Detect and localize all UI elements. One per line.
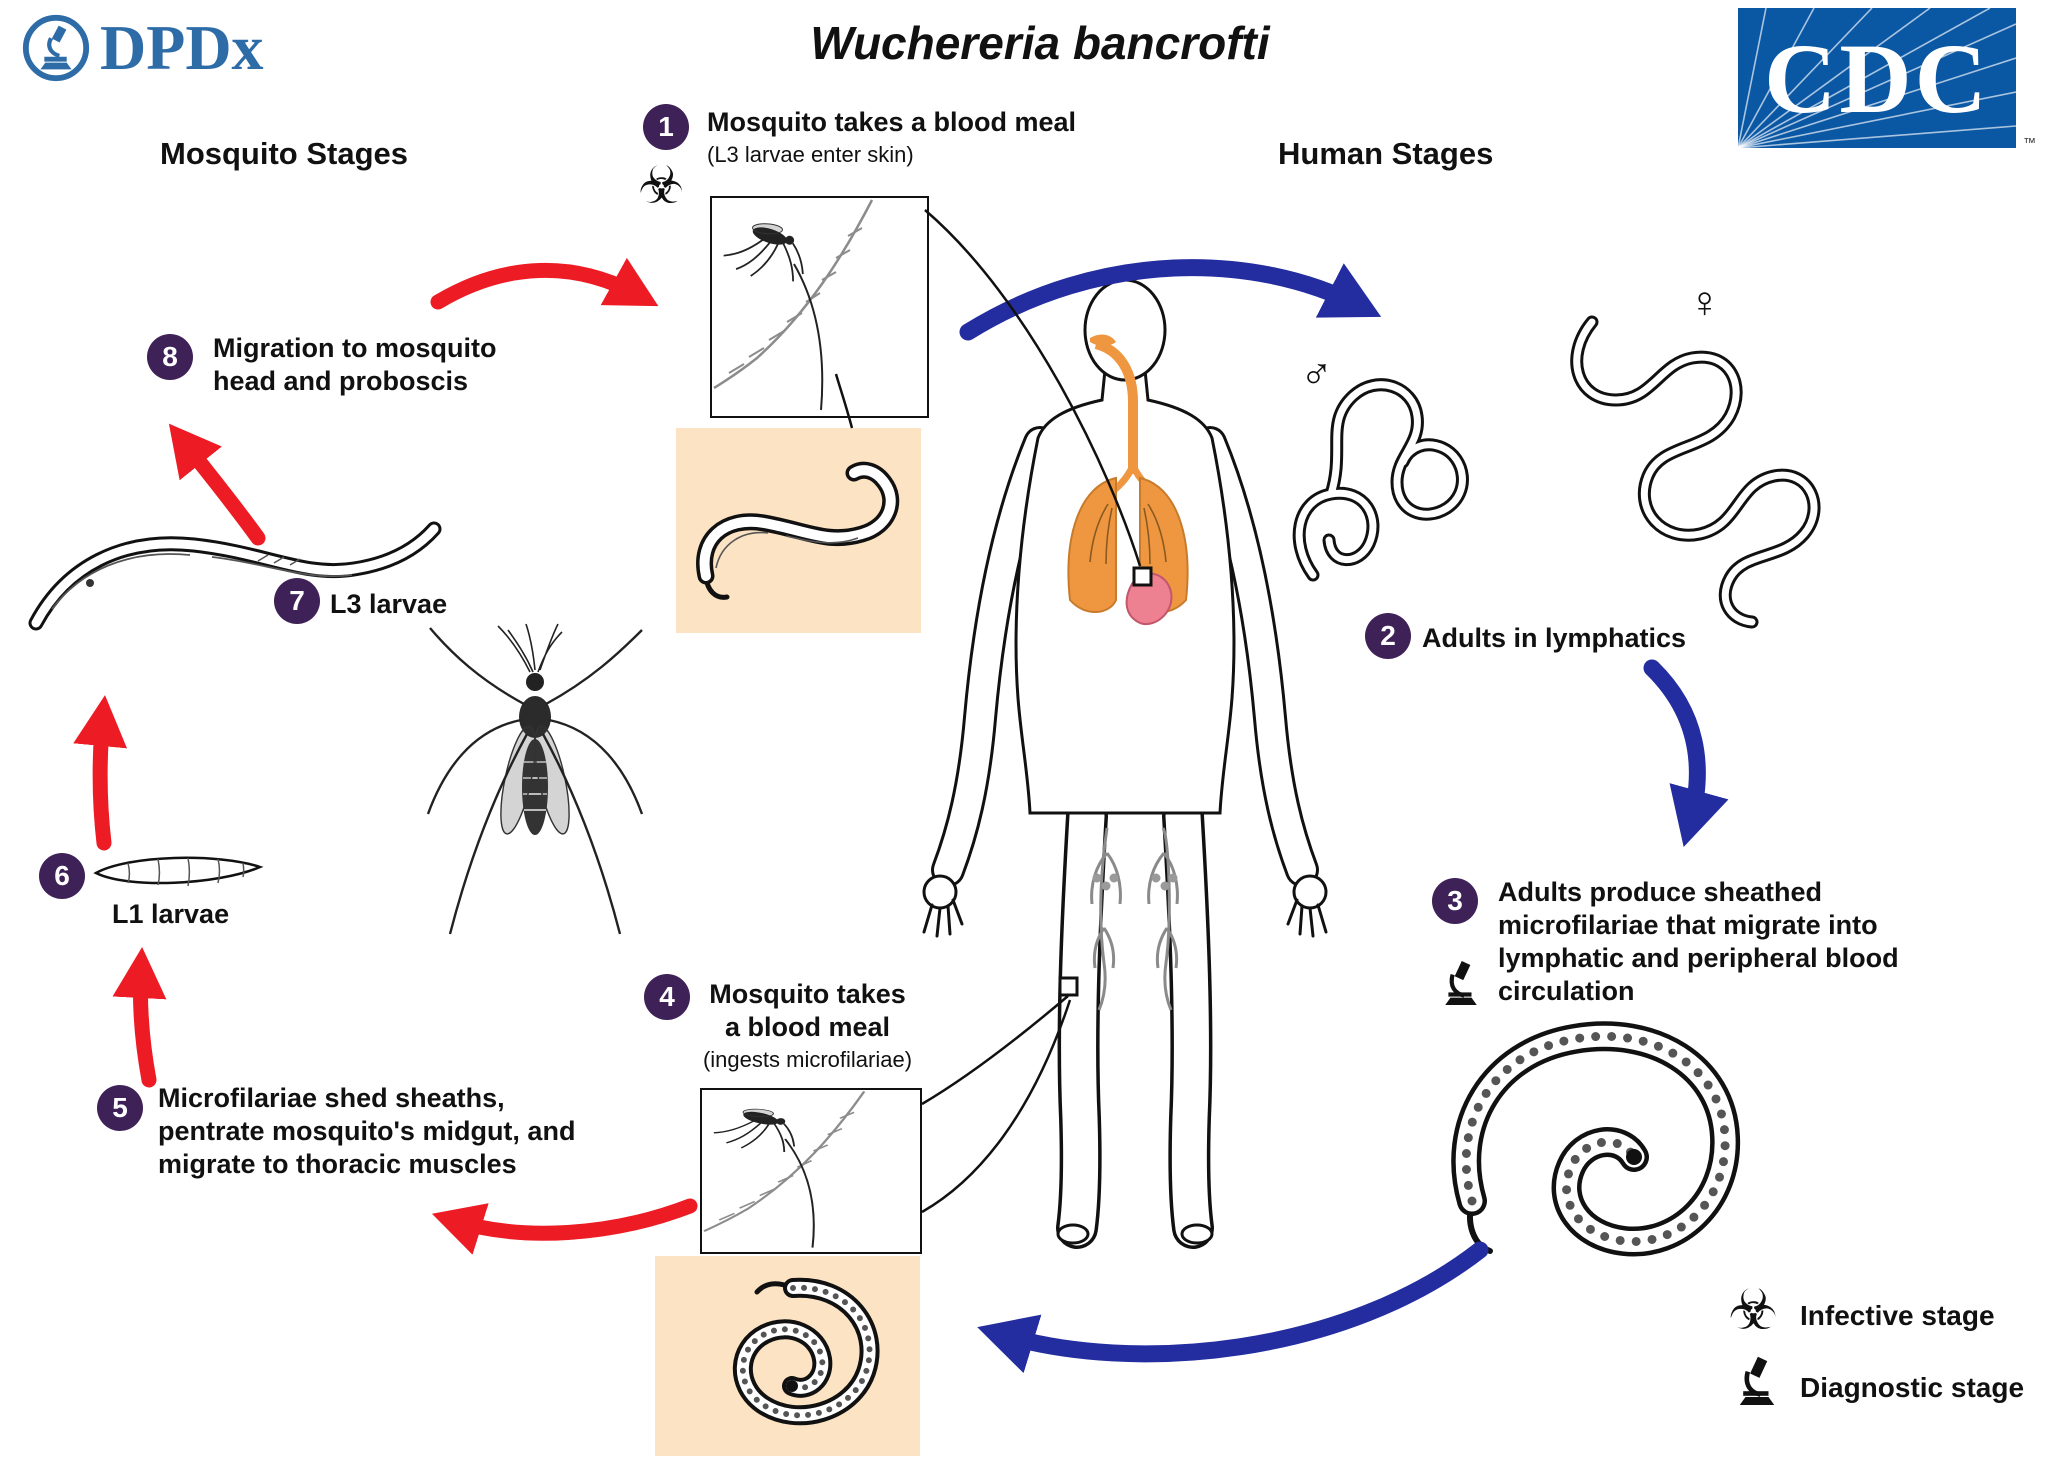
- red-arrow-5-to-6: [112, 947, 167, 1088]
- ingested-microfilaria-image: [655, 1256, 920, 1456]
- thigh-callout-square: [1058, 976, 1079, 997]
- step-4-sublabel: (ingests microfilariae): [702, 1046, 913, 1072]
- step-7-badge: 7: [274, 578, 320, 624]
- l3-larvae-drawing: [28, 521, 442, 631]
- step-6-label: L1 larvae: [112, 899, 230, 929]
- step-2-label: Adults in lymphatics: [1422, 623, 1687, 653]
- step-1-label: Mosquito takes a blood meal: [707, 107, 1077, 137]
- red-arrow-8-to-1: [430, 257, 659, 310]
- sheathed-microfilaria-drawing: [1451, 1021, 1741, 1257]
- step-4-badge: 4: [644, 974, 690, 1020]
- step-5-label: Microfilariae shed sheaths, pentrate mos…: [158, 1083, 576, 1179]
- dpdx-emblem-icon: [22, 14, 90, 82]
- adult-male-worm-drawing: [1292, 378, 1469, 582]
- mosquito-on-skin-drawing: [713, 199, 874, 411]
- step-3-badge: 3: [1432, 878, 1478, 924]
- step-3-label: Adults produce sheathed microfilariae th…: [1498, 877, 1899, 1006]
- mosquito-bite-image-1: [710, 196, 929, 418]
- step-4-label: Mosquito takes a blood meal: [709, 979, 906, 1042]
- step-1-sublabel: (L3 larvae enter skin): [707, 141, 914, 167]
- l3-larva-image: [676, 428, 921, 633]
- l3-larva-drawing: [696, 461, 900, 600]
- cdc-trademark: ™: [2023, 135, 2036, 150]
- dpdx-wordmark: DPDx: [100, 12, 264, 83]
- mosquito-stages-heading: Mosquito Stages: [160, 136, 409, 171]
- cdc-logo: CDC ™: [1738, 8, 2036, 150]
- step-8-badge: 8: [147, 334, 193, 380]
- adult-female-worm-drawing: [1570, 315, 1821, 629]
- lymphatic-vessels: [1090, 827, 1179, 1011]
- biohazard-icon: ☣: [1728, 1278, 1779, 1341]
- step-8-label: Migration to mosquito head and proboscis: [213, 333, 497, 396]
- lymph-nodes: [1092, 873, 1178, 891]
- chest-callout-square: [1132, 566, 1153, 587]
- l1-larvae-drawing: [93, 856, 264, 887]
- diagnostic-stage-label: Diagnostic stage: [1800, 1372, 2025, 1403]
- biohazard-icon: ☣: [638, 157, 685, 215]
- coiled-microfilaria-drawing: [732, 1277, 880, 1426]
- mosquito-bite-image-4: [700, 1088, 922, 1254]
- blue-arrow-3-to-4: [977, 1241, 1489, 1374]
- page-title: Wuchereria bancrofti: [810, 17, 1270, 69]
- mosquito-on-skin-drawing: [703, 1091, 866, 1248]
- infective-stage-label: Infective stage: [1800, 1300, 1995, 1331]
- step-6-badge: 6: [39, 853, 85, 899]
- cdc-rays-icon: [1738, 8, 2016, 148]
- red-arrow-4-to-5: [431, 1198, 698, 1255]
- step-2-badge: 2: [1365, 613, 1411, 659]
- step-7-label: L3 larvae: [330, 589, 448, 619]
- human-stages-heading: Human Stages: [1278, 136, 1494, 171]
- dpdx-logo: DPDx: [20, 12, 264, 84]
- microscope-icon: [1445, 960, 1477, 1005]
- step-1-badge: 1: [643, 104, 689, 150]
- red-arrow-6-to-7: [73, 695, 128, 851]
- microscope-icon: [1739, 1356, 1775, 1405]
- step-5-badge: 5: [97, 1085, 143, 1131]
- female-symbol: ♀: [1688, 278, 1721, 327]
- male-symbol: ♂: [1300, 348, 1333, 397]
- cdc-wordmark: CDC: [1764, 22, 1990, 134]
- blue-arrow-2-to-3: [1643, 659, 1729, 847]
- mosquito-drawing: [426, 623, 644, 935]
